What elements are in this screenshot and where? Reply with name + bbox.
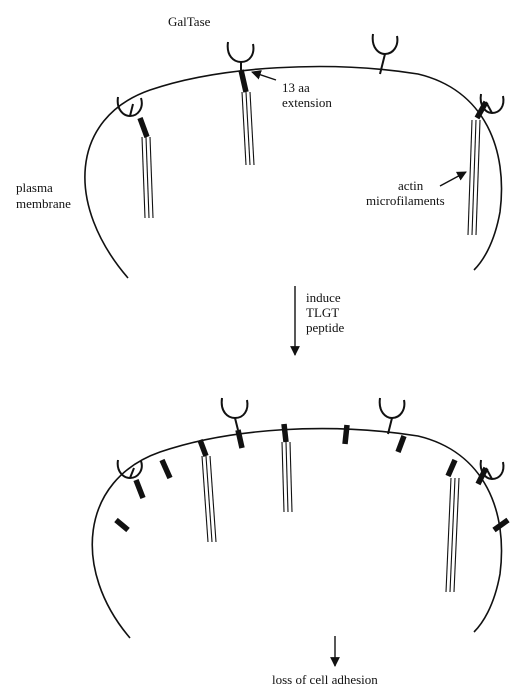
extension-pointer-arrow [252, 72, 276, 80]
bottom-galtase-receptors [118, 398, 504, 479]
top-actin-filaments [142, 92, 480, 235]
galtase-label: GalTase [168, 14, 210, 29]
actin-pointer-arrow [440, 172, 466, 186]
bottom-galtase-receptor-2 [222, 398, 248, 418]
actin-label-line-2: microfilaments [366, 193, 445, 208]
extension-label-line-2: extension [282, 95, 332, 110]
bottom-membrane-arc [92, 429, 501, 638]
membrane-label-line-2: membrane [16, 196, 71, 211]
extension-label-line-1: 13 aa [282, 80, 310, 95]
induce-label-line-2: TLGT [306, 305, 339, 320]
membrane-label-line-1: plasma [16, 180, 53, 195]
bottom-actin-filaments [202, 442, 459, 592]
induce-label-line-1: induce [306, 290, 341, 305]
bottom-cell [92, 429, 501, 638]
result-label: loss of cell adhesion [272, 672, 378, 687]
bottom-galtase-receptor-3 [380, 398, 405, 418]
galtase-receptor-2 [228, 42, 254, 62]
actin-label-line-1: actin [398, 178, 423, 193]
induce-label-line-3: peptide [306, 320, 344, 335]
galtase-receptor-3 [373, 34, 398, 54]
